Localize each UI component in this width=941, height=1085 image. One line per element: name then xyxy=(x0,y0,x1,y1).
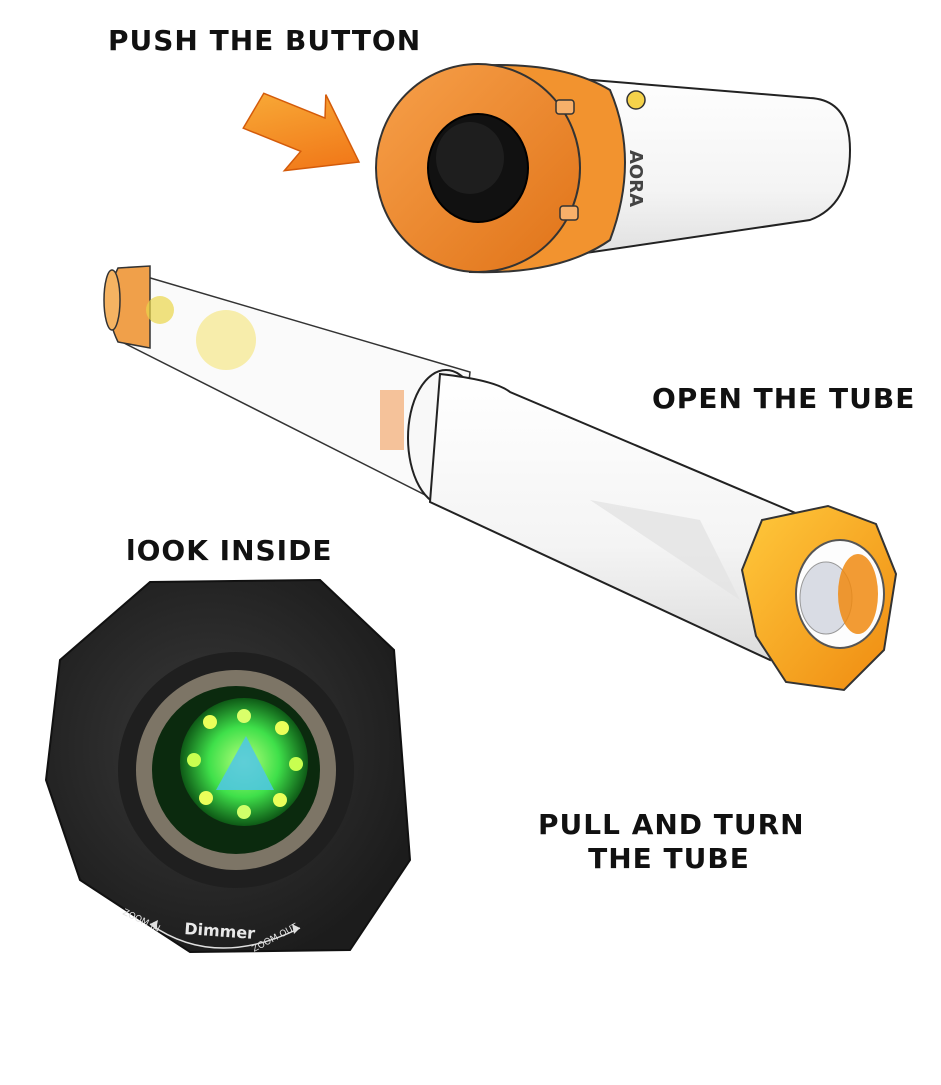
blue-triangle-gem xyxy=(216,736,274,790)
tube-decoration xyxy=(196,310,256,370)
tube-back-cap-face xyxy=(103,269,121,331)
cap-tab xyxy=(555,99,575,115)
brand-logo: AORA xyxy=(625,90,646,207)
tube-shadow xyxy=(590,500,740,600)
button-texture xyxy=(436,122,504,194)
cap-tab xyxy=(559,205,579,221)
step-pull-line1: PULL AND TURN xyxy=(538,808,805,841)
look-inside-illustration: Dimmer ZOOM IN ZOOM OUT xyxy=(44,578,412,955)
brand-logo-text: AORA xyxy=(625,150,646,207)
tube-decoration xyxy=(146,296,174,324)
arrow-right-icon xyxy=(242,92,361,172)
step-pull-line2: THE TUBE xyxy=(588,841,750,875)
step-open-label: OPEN THE TUBE xyxy=(652,382,916,415)
zoom-arrow-line xyxy=(149,923,301,949)
eyepiece-inner-wall xyxy=(838,554,878,634)
zoom-arrow-head-left xyxy=(150,920,158,930)
tube-decoration xyxy=(380,390,404,450)
dimmer-label: Dimmer xyxy=(184,919,256,943)
step-pull-label: PULL AND TURN THE TUBE xyxy=(538,808,805,875)
kaleidoscope-gems xyxy=(187,709,303,819)
open-tube-illustration xyxy=(103,265,898,692)
step-push-label: PUSH THE BUTTON xyxy=(108,24,422,57)
push-button-illustration: AORA xyxy=(375,63,852,274)
zoom-arrow-head-right xyxy=(292,924,300,934)
step-look-label: lOOK INSIDE xyxy=(126,534,333,567)
